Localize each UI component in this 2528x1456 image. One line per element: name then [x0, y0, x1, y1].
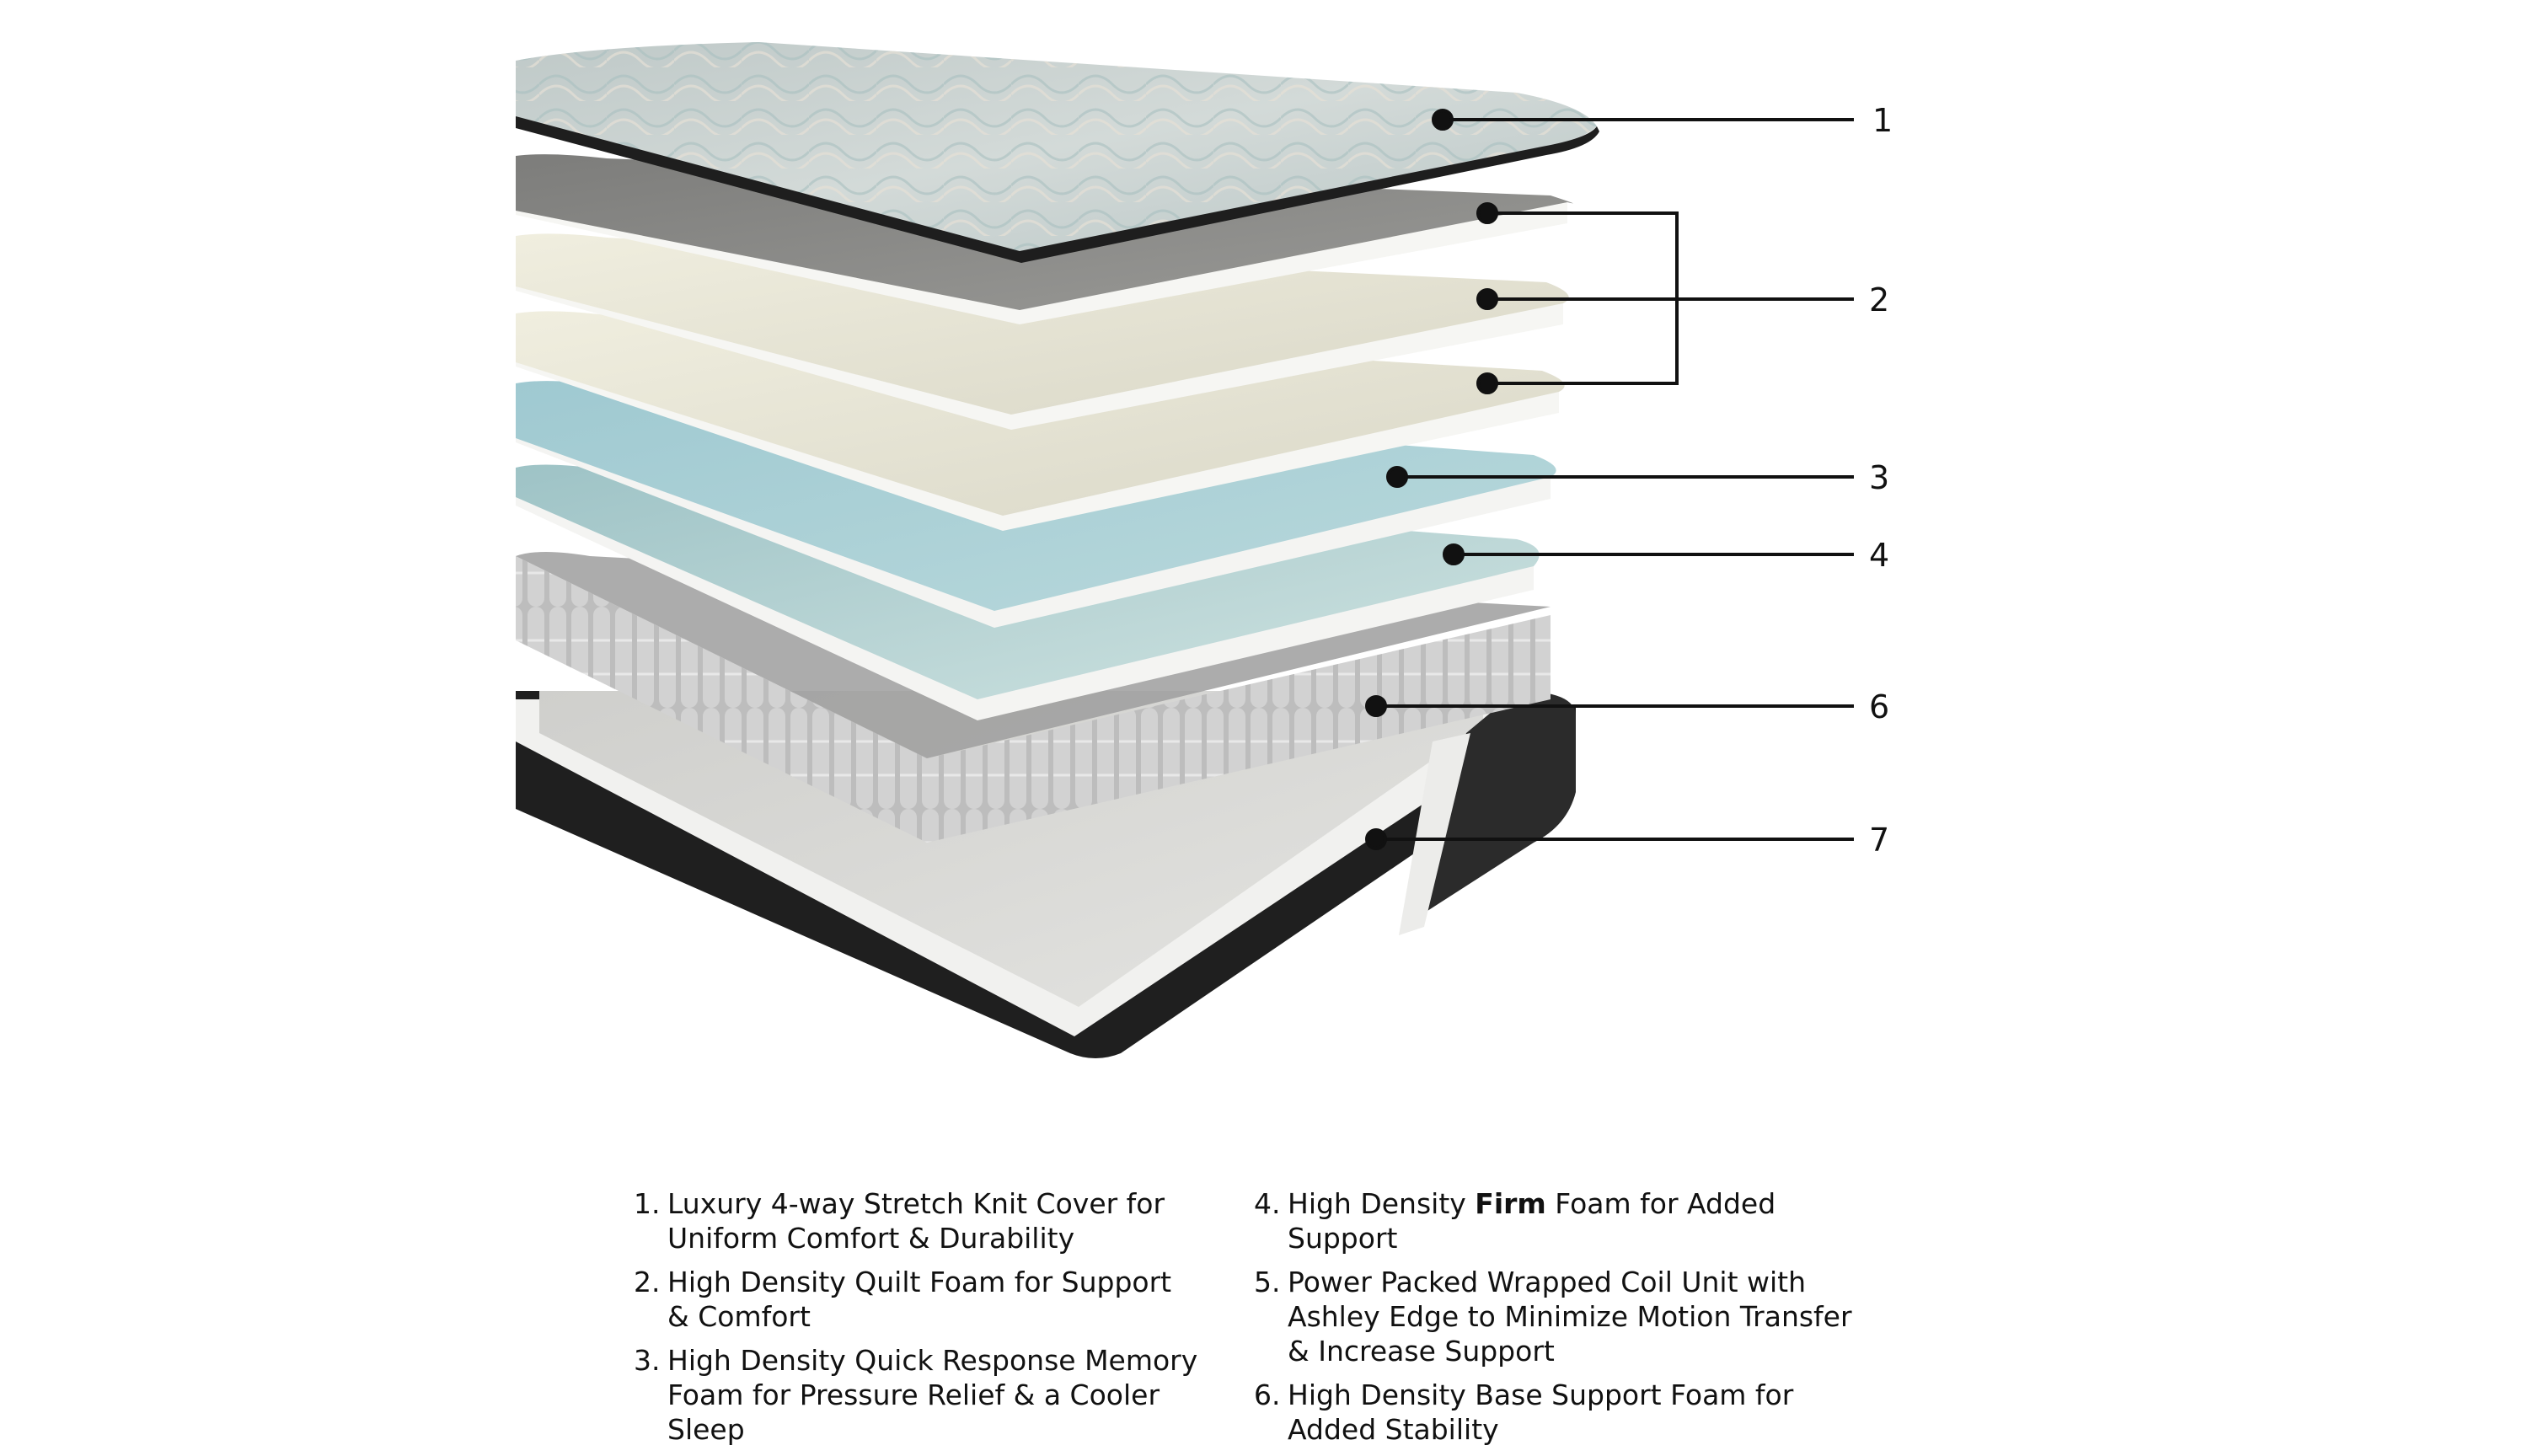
legend-line: Uniform Comfort & Durability [667, 1222, 1075, 1255]
legend-line: Power Packed Wrapped Coil Unit with [1288, 1266, 1807, 1298]
layer-knit-cover [516, 42, 1599, 263]
legend-number: 4. [1254, 1187, 1281, 1220]
callout-number-4: 4 [1869, 537, 1890, 574]
legend-number: 5. [1254, 1266, 1281, 1298]
legend-line: High Density Base Support Foam for [1288, 1378, 1794, 1411]
legend-column-right: 4. High Density Firm Foam for Added Supp… [1254, 1186, 1894, 1456]
mattress-base [516, 691, 1576, 1058]
callout-number-1: 1 [1872, 102, 1893, 139]
callout-number-6: 6 [1869, 688, 1890, 725]
legend-line: & Comfort [667, 1300, 811, 1333]
legend-line: High Density Quilt Foam for Support [667, 1266, 1172, 1298]
legend-text: Foam for Added Support [1288, 1187, 1776, 1255]
callout-number-3: 3 [1869, 459, 1890, 496]
legend-line: Added Stability [1288, 1413, 1499, 1446]
legend-line: Foam for Pressure Relief & a Cooler Slee… [667, 1378, 1160, 1446]
legend-text-bold: Firm [1475, 1187, 1546, 1220]
legend-number: 3. [634, 1344, 661, 1377]
legend-number: 1. [634, 1187, 661, 1220]
callout-number-2: 2 [1869, 281, 1890, 318]
legend-item-4: 4. High Density Firm Foam for Added Supp… [1254, 1186, 1894, 1255]
legend-number: 6. [1254, 1378, 1281, 1411]
legend-item-2: 2. High Density Quilt Foam for Support& … [634, 1265, 1240, 1334]
legend-line: Ashley Edge to Minimize Motion Transfer [1288, 1300, 1852, 1333]
layer-quilt-foam-2 [516, 233, 1569, 430]
callout-number-7: 7 [1869, 822, 1890, 859]
mattress-layer-diagram [516, 42, 1854, 1058]
legend-line: Luxury 4-way Stretch Knit Cover for [667, 1187, 1165, 1220]
legend-number: 2. [634, 1266, 661, 1298]
legend-line: & Increase Support [1288, 1335, 1555, 1368]
legend-text: High Density [1288, 1187, 1476, 1220]
legend-line: High Density Quick Response Memory [667, 1344, 1198, 1377]
callout-leaders [1365, 109, 1854, 850]
